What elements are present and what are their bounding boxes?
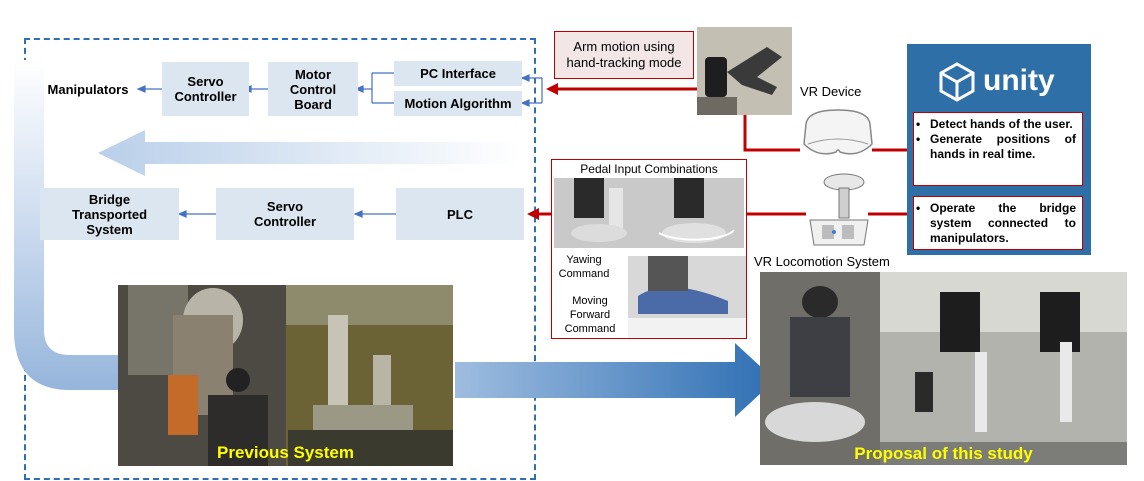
moving-forward-label: Moving Forward Command <box>564 295 616 335</box>
unity-logo-icon <box>939 62 975 102</box>
unity-box-bottom: •Operate the bridge system connected to … <box>913 196 1083 250</box>
proposal-image <box>760 272 1127 465</box>
vr-locomotion-icon <box>809 173 869 246</box>
servo-controller-top-block: Servo Controller <box>162 62 249 116</box>
vr-device-label: VR Device <box>800 84 862 99</box>
bridge-system-block: Bridge Transported System <box>40 188 179 240</box>
previous-system-image <box>118 285 453 466</box>
motion-algorithm-block: Motion Algorithm <box>394 91 522 116</box>
pedal-panel: Pedal Input Combinations Yawing Command … <box>551 159 747 339</box>
unity-bullet-generate: •Generate positions of hands in real tim… <box>916 132 1076 161</box>
unity-bullet-detect: •Detect hands of the user. <box>916 117 1073 131</box>
backward-flow-arrow <box>98 130 520 176</box>
pedal-panel-title: Pedal Input Combinations <box>580 162 718 176</box>
pedal-forward-image <box>628 256 746 338</box>
motor-control-board-block: Motor Control Board <box>268 62 358 116</box>
hand-tracking-image <box>697 27 792 115</box>
servo-controller-bottom-block: Servo Controller <box>216 188 354 240</box>
vr-headset-icon <box>803 109 873 155</box>
hand-tracking-photo <box>697 27 792 115</box>
unity-bullet-operate: •Operate the bridge system connected to … <box>916 201 1076 245</box>
forward-flow-arrow <box>455 343 775 417</box>
previous-system-caption: Previous System <box>216 443 354 462</box>
plc-block: PLC <box>396 188 524 240</box>
arm-motion-label: Arm motion using hand-tracking mode <box>554 31 694 79</box>
proposal-caption: Proposal of this study <box>854 444 1033 463</box>
vr-locomotion-label: VR Locomotion System <box>754 254 890 269</box>
pc-interface-block: PC Interface <box>394 61 522 86</box>
unity-panel: unity •Detect hands of the user. •Genera… <box>907 44 1091 255</box>
yawing-command-label: Yawing Command <box>558 254 610 280</box>
manipulators-block: Manipulators <box>47 81 129 97</box>
previous-system-photo: Previous System <box>118 285 453 466</box>
pedal-yaw-image <box>554 178 744 248</box>
unity-box-top: •Detect hands of the user. •Generate pos… <box>913 112 1083 186</box>
unity-logo-text: unity <box>983 64 1055 97</box>
proposal-photo: Proposal of this study <box>760 272 1127 465</box>
